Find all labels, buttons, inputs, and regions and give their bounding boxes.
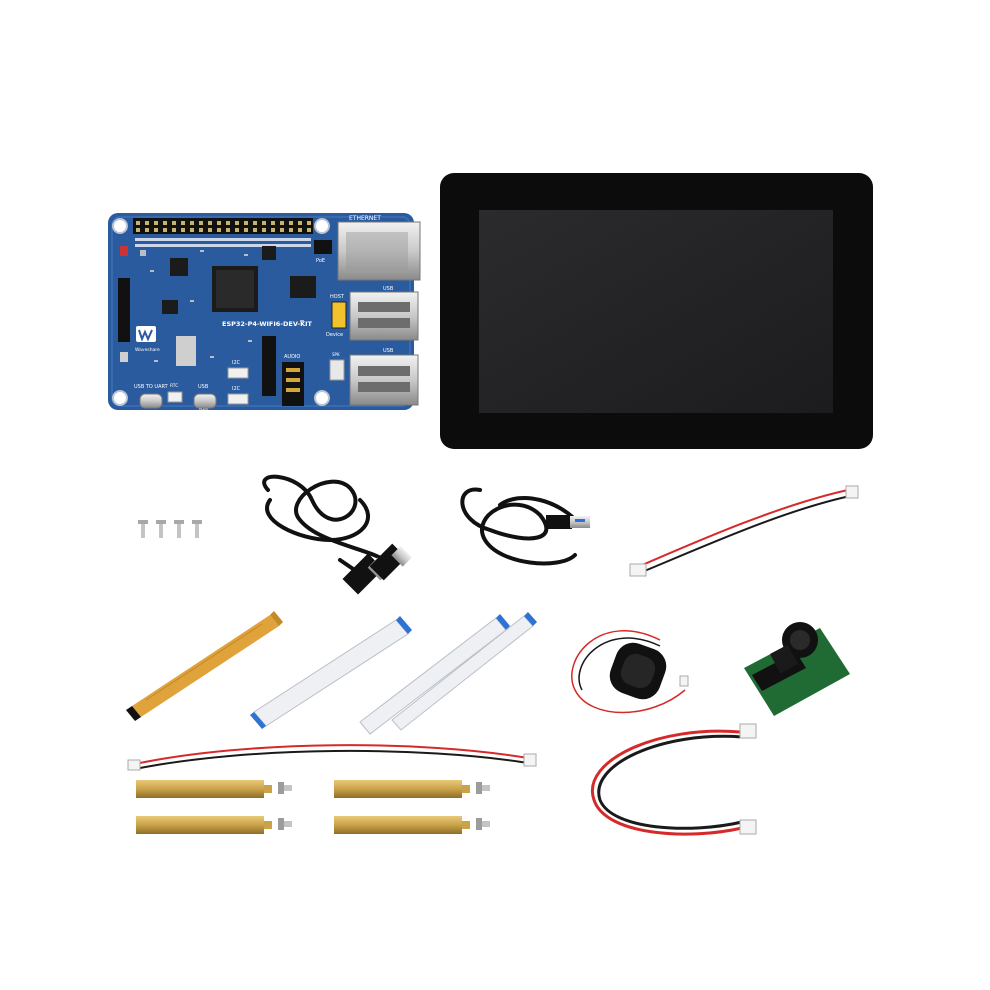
rtc-connector: RTC <box>167 383 183 403</box>
screw <box>138 520 148 538</box>
usb-port-2: USB <box>349 348 419 406</box>
host-device-switch: HOST Device <box>326 294 347 338</box>
i2c-label-1: I2C <box>232 360 241 366</box>
poe-header: PoE <box>314 240 332 264</box>
button <box>120 352 128 362</box>
chip <box>170 258 188 276</box>
usb-label-2: USB <box>383 348 394 354</box>
camera-module <box>744 622 850 716</box>
dev-board: ETHERNET PoE USB USB HOST Device <box>108 213 421 413</box>
jst-cable-loop <box>590 723 757 836</box>
ethernet-label: ETHERNET <box>349 215 381 222</box>
jst-cable-short <box>629 485 859 577</box>
usb-c-port: USB PWR <box>193 384 217 413</box>
i2c-connector-1: I2C <box>227 360 249 379</box>
display-glass <box>479 210 833 413</box>
jst-cable-long <box>127 744 537 771</box>
soc-chip <box>212 266 258 312</box>
speaker <box>571 630 689 714</box>
screw <box>174 520 184 538</box>
poe-label: PoE <box>316 258 325 264</box>
fpc-cable-orange <box>126 611 283 721</box>
spk-connector: SPK <box>329 352 345 381</box>
chip <box>290 276 316 298</box>
host-label: HOST <box>330 294 345 300</box>
usb-c-uart-port: USB TO UART <box>134 384 169 409</box>
screw <box>192 520 202 538</box>
usb-label-1: USB <box>383 286 394 292</box>
fpc-connector <box>118 278 130 342</box>
ffc-cable-1 <box>250 616 412 729</box>
audio-label: AUDIO <box>284 354 300 360</box>
ffc-cable-3 <box>391 612 537 731</box>
screw <box>278 782 292 794</box>
ethernet-port: ETHERNET <box>337 215 421 281</box>
screw <box>476 818 490 830</box>
usb-c-label: USB <box>198 384 209 390</box>
fpc-connector <box>262 336 276 396</box>
i2c-connector-2: I2C <box>227 386 249 405</box>
device-label: Device <box>326 332 343 338</box>
screw <box>476 782 490 794</box>
led <box>120 246 128 256</box>
rtc-label: RTC <box>170 383 178 389</box>
standoff <box>334 780 490 798</box>
usb-a-plug <box>546 515 590 529</box>
brand-label: Waveshare <box>135 347 160 353</box>
standoff <box>334 816 490 834</box>
i2c-label-2: I2C <box>232 386 241 392</box>
mounting-holes <box>112 218 330 406</box>
spk-label: SPK <box>332 352 340 357</box>
screws <box>138 520 202 538</box>
usb-to-uart-label: USB TO UART <box>134 384 169 390</box>
standoff <box>136 816 292 834</box>
standoff <box>136 780 292 798</box>
board-model-label: ESP32-P4-WIFI6-DEV-KIT <box>222 320 313 328</box>
screw <box>156 520 166 538</box>
pwr-label: PWR <box>199 408 208 413</box>
audio-header: AUDIO <box>282 354 304 406</box>
gpio-header <box>133 218 313 234</box>
usb-port-1: USB <box>349 286 419 341</box>
screw <box>278 818 292 830</box>
chip <box>162 300 178 314</box>
touch-display <box>440 173 873 449</box>
chip <box>262 246 276 260</box>
usb-a-plug <box>369 543 412 581</box>
module-shield <box>176 336 196 366</box>
waveshare-logo-icon: Waveshare <box>135 326 160 353</box>
